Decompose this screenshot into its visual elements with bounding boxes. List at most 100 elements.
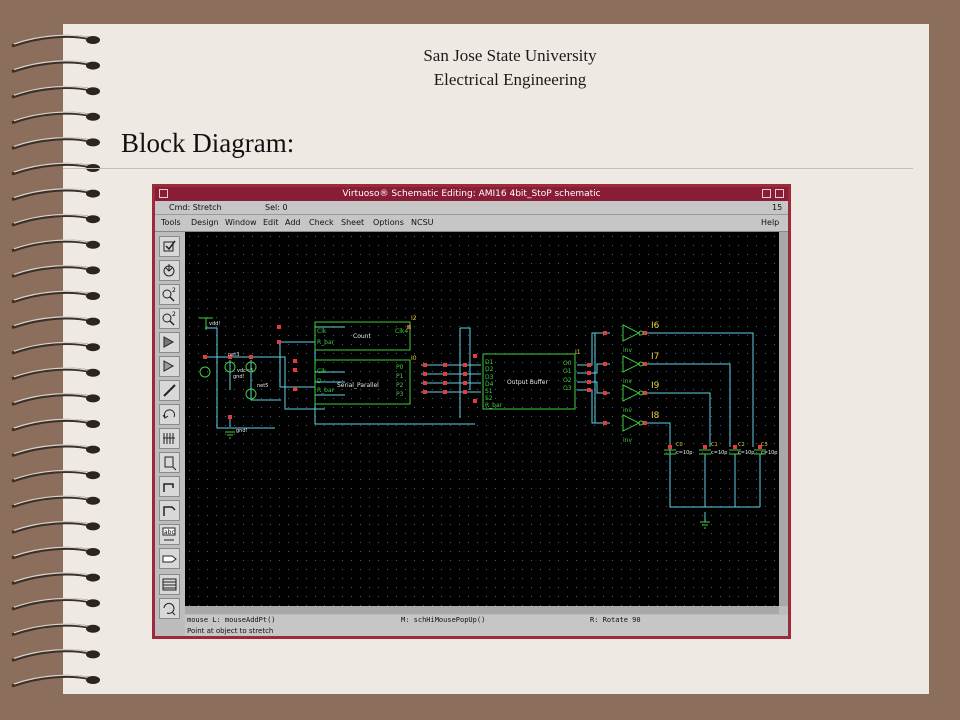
binding-ring bbox=[11, 86, 93, 99]
binding-hole bbox=[86, 496, 100, 505]
binding-ring bbox=[11, 188, 93, 202]
header-university: San Jose State University bbox=[423, 46, 597, 65]
menu-window[interactable]: Window bbox=[225, 218, 257, 227]
stretch-icon[interactable] bbox=[159, 332, 180, 353]
window-fit-icon[interactable] bbox=[159, 574, 180, 595]
spiral-binding bbox=[11, 34, 100, 688]
capacitor-c2[interactable]: C2 c=10p bbox=[729, 442, 754, 456]
dc-source-1[interactable]: net3 vdc=5 gnd! bbox=[199, 352, 253, 380]
menu-design[interactable]: Design bbox=[191, 218, 219, 227]
capacitor-c1[interactable]: C1 c=10p bbox=[699, 442, 727, 456]
schematic-drawing: Clk R_bar Count Clk4 I2 Clk D R_bar Seri… bbox=[199, 315, 777, 529]
zoom-in-icon[interactable]: 2 bbox=[159, 284, 180, 305]
sp-out-p0: P0 bbox=[396, 364, 404, 371]
copy-icon[interactable] bbox=[159, 356, 180, 377]
binding-ring bbox=[11, 137, 93, 150]
menu-add[interactable]: Add bbox=[285, 218, 301, 227]
binding-ring-highlight bbox=[13, 418, 91, 429]
menu-help[interactable]: Help bbox=[761, 218, 780, 227]
sp-out-p3: P3 bbox=[396, 391, 404, 398]
zoom-out-icon[interactable]: 2 bbox=[159, 308, 180, 329]
redraw-icon[interactable] bbox=[159, 598, 180, 619]
slide-title: Block Diagram: bbox=[121, 128, 295, 158]
capacitor-c0[interactable]: C0 c=10p bbox=[664, 442, 692, 456]
count-instance: I2 bbox=[411, 315, 417, 322]
ob-name: Output Buffer bbox=[507, 379, 548, 386]
save-icon[interactable] bbox=[159, 260, 180, 281]
inverter-i6[interactable]: I6 inv bbox=[622, 321, 660, 354]
binding-ring-highlight bbox=[13, 290, 91, 301]
binding-hole bbox=[86, 266, 100, 275]
binding-ring bbox=[11, 470, 93, 483]
horizontal-scrollbar[interactable] bbox=[185, 606, 779, 614]
vertical-scrollbar[interactable] bbox=[779, 232, 788, 606]
sp-in-clk: Clk bbox=[317, 368, 327, 375]
inverter-i7[interactable]: I7 inv bbox=[622, 352, 659, 385]
label-icon[interactable]: abc bbox=[159, 524, 180, 545]
binding-hole bbox=[86, 599, 100, 608]
inverter-i7-type: inv bbox=[623, 378, 632, 385]
binding-ring bbox=[11, 111, 93, 125]
delete-icon[interactable] bbox=[159, 380, 180, 401]
sel-status: Sel: 0 bbox=[265, 203, 288, 212]
binding-ring bbox=[11, 265, 93, 278]
binding-ring-highlight bbox=[13, 188, 91, 199]
wire-icon[interactable] bbox=[159, 476, 180, 497]
schematic-canvas[interactable]: Clk R_bar Count Clk4 I2 Clk D R_bar Seri… bbox=[185, 232, 779, 606]
vdd-supply[interactable]: vdd! bbox=[199, 317, 220, 330]
serial-parallel-block[interactable]: Clk D R_bar Serial_Parallel P0 P1 P2 P3 … bbox=[314, 355, 417, 405]
undo-icon[interactable] bbox=[159, 404, 180, 425]
minimize-icon[interactable] bbox=[762, 189, 771, 198]
window-title: Virtuoso® Schematic Editing: AMI16 4bit_… bbox=[342, 189, 601, 199]
property-icon[interactable] bbox=[159, 428, 180, 449]
svg-text:abc: abc bbox=[164, 529, 175, 536]
capacitor-c3[interactable]: C3 c=10p bbox=[754, 442, 777, 456]
pulse-source[interactable]: net5 bbox=[245, 361, 268, 400]
pin-icon[interactable] bbox=[159, 548, 180, 569]
binding-ring-highlight bbox=[13, 34, 91, 45]
binding-ring bbox=[11, 367, 93, 381]
inverter-i9[interactable]: I9 inv bbox=[622, 381, 660, 414]
binding-hole bbox=[86, 138, 100, 147]
window-menu-icon[interactable] bbox=[159, 189, 168, 198]
menu-ncsu[interactable]: NCSU bbox=[411, 218, 434, 227]
binding-hole bbox=[86, 471, 100, 480]
binding-ring bbox=[11, 674, 93, 688]
check-save-icon[interactable] bbox=[159, 236, 180, 257]
count-in-clk: Clk bbox=[317, 328, 327, 335]
binding-hole bbox=[86, 548, 100, 556]
binding-ring-highlight bbox=[13, 521, 91, 531]
wide-wire-icon[interactable] bbox=[159, 500, 180, 521]
binding-ring-highlight bbox=[13, 367, 91, 378]
sp-out-p2: P2 bbox=[396, 382, 404, 389]
binding-hole bbox=[86, 368, 100, 377]
instance-icon[interactable] bbox=[159, 452, 180, 473]
maximize-icon[interactable] bbox=[775, 189, 784, 198]
menu-check[interactable]: Check bbox=[309, 218, 334, 227]
menu-edit[interactable]: Edit bbox=[263, 218, 279, 227]
menu-tools[interactable]: Tools bbox=[161, 218, 181, 227]
inverter-i8[interactable]: I8 inv bbox=[622, 411, 660, 444]
output-buffer-block[interactable]: D1 D2 D3 D4 S1 S2 R_bar Output Buffer O0… bbox=[482, 349, 581, 410]
sp-out-p1: P1 bbox=[396, 373, 404, 380]
menu-sheet[interactable]: Sheet bbox=[341, 218, 365, 227]
binding-ring bbox=[11, 546, 93, 560]
window-titlebar[interactable]: Virtuoso® Schematic Editing: AMI16 4bit_… bbox=[155, 187, 788, 201]
ob-in-d1: D1 bbox=[485, 359, 494, 366]
menu-options[interactable]: Options bbox=[373, 218, 404, 227]
binding-ring-highlight bbox=[13, 572, 91, 583]
binding-ring bbox=[11, 649, 93, 662]
binding-ring-highlight bbox=[13, 162, 91, 173]
binding-ring-highlight bbox=[13, 265, 91, 275]
binding-ring bbox=[11, 598, 93, 611]
count-block[interactable]: Clk R_bar Count Clk4 I2 bbox=[314, 315, 417, 351]
binding-ring-highlight bbox=[13, 316, 91, 327]
ob-out-o3: O3 bbox=[563, 385, 572, 392]
net5-label: net5 bbox=[257, 383, 268, 389]
status-number: 15 bbox=[772, 203, 783, 212]
ob-in-d2: D2 bbox=[485, 366, 494, 373]
binding-ring bbox=[11, 239, 93, 253]
ob-in-s1: S1 bbox=[485, 388, 493, 395]
ground-symbol-2[interactable] bbox=[700, 521, 710, 529]
ground-symbol[interactable]: gnd! bbox=[225, 428, 248, 439]
